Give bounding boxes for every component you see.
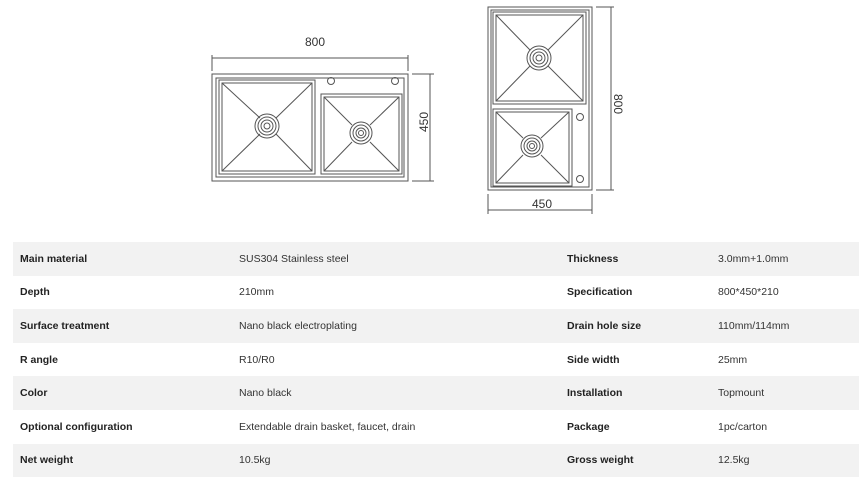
spec-label: Optional configuration [13,409,232,444]
spec-label: Main material [13,242,232,276]
spec-label: Net weight [13,443,232,478]
spec-value: Topmount [711,376,859,410]
spec-label: Depth [13,275,232,310]
spec-row: Main material SUS304 Stainless steel Thi… [13,242,859,276]
spec-row: Surface treatment Nano black electroplat… [13,309,859,343]
spec-label: Installation [560,376,711,410]
sink-dimension-drawing: 800 450 800 450 [211,6,625,214]
spec-row: Optional configuration Extendable drain … [13,409,859,444]
right-view-width-label: 450 [532,197,552,211]
spec-row: R angle R10/R0 Side width 25mm [13,342,859,377]
spec-label: Gross weight [560,443,711,478]
spec-value: 12.5kg [711,443,859,478]
spec-label: Side width [560,342,711,377]
left-view-width-label: 800 [305,35,325,49]
spec-value: Extendable drain basket, faucet, drain [232,409,560,444]
spec-label: Surface treatment [13,309,232,343]
spec-row: Net weight 10.5kg Gross weight 12.5kg [13,443,859,478]
spec-value: 3.0mm+1.0mm [711,242,859,276]
spec-label: R angle [13,342,232,377]
spec-label: Thickness [560,242,711,276]
spec-value: 800*450*210 [711,275,859,310]
spec-table: Main material SUS304 Stainless steel Thi… [13,242,859,478]
spec-value: Nano black [232,376,560,410]
spec-value: R10/R0 [232,342,560,377]
spec-label: Drain hole size [560,309,711,343]
right-view-height-label: 800 [611,94,625,114]
spec-value: 110mm/114mm [711,309,859,343]
spec-value: 1pc/carton [711,409,859,444]
spec-row: Depth 210mm Specification 800*450*210 [13,275,859,310]
spec-value: 10.5kg [232,443,560,478]
spec-value: Nano black electroplating [232,309,560,343]
spec-value: 210mm [232,275,560,310]
spec-label: Color [13,376,232,410]
spec-value: 25mm [711,342,859,377]
spec-label: Specification [560,275,711,310]
spec-row: Color Nano black Installation Topmount [13,376,859,410]
spec-label: Package [560,409,711,444]
left-view-height-label: 450 [417,112,431,132]
right-sink-plan-view [487,6,614,214]
spec-value: SUS304 Stainless steel [232,242,560,276]
left-sink-plan-view [211,55,434,182]
